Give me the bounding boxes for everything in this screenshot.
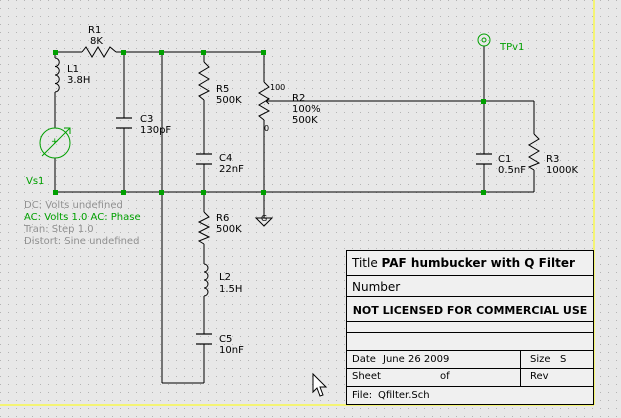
l2-ref: L2 bbox=[219, 272, 231, 283]
r6-ref: R6 bbox=[216, 213, 230, 224]
number-label: Number bbox=[352, 280, 401, 294]
r2-top-mark: 100 bbox=[270, 83, 286, 92]
date-value: June 26 2009 bbox=[383, 354, 450, 365]
vs1-source[interactable] bbox=[39, 127, 71, 159]
r6-resistor[interactable] bbox=[197, 211, 211, 245]
r2-ref: R2 bbox=[292, 93, 306, 104]
c1-ref: C1 bbox=[498, 154, 512, 165]
mouse-cursor-icon bbox=[312, 372, 328, 397]
r2-potentiometer[interactable] bbox=[258, 81, 272, 121]
file-value: Qfilter.Sch bbox=[378, 390, 430, 401]
r3-resistor[interactable] bbox=[527, 133, 541, 171]
ground-label: G bbox=[261, 214, 268, 223]
file-label: File: bbox=[352, 390, 373, 401]
vs1-plus: + bbox=[51, 137, 59, 147]
of-label: of bbox=[440, 371, 450, 382]
junction-dots bbox=[53, 50, 486, 195]
l1-value: 3.8H bbox=[67, 75, 91, 86]
title-label: Title PAF humbucker with Q Filter bbox=[352, 256, 575, 270]
r3-ref: R3 bbox=[546, 154, 560, 165]
r2-value-percent: 100% bbox=[292, 104, 321, 115]
size-label: Size bbox=[530, 354, 551, 365]
wires bbox=[54, 46, 535, 384]
c1-capacitor[interactable] bbox=[476, 153, 492, 165]
license-notice: NOT LICENSED FOR COMMERCIAL USE bbox=[352, 304, 588, 317]
vs1-ac: AC: Volts 1.0 AC: Phase bbox=[24, 212, 141, 223]
c4-ref: C4 bbox=[219, 153, 233, 164]
r2-bottom-mark: 0 bbox=[264, 124, 270, 133]
r1-ref: R1 bbox=[88, 25, 102, 36]
c5-capacitor[interactable] bbox=[196, 333, 212, 345]
c3-capacitor[interactable] bbox=[116, 117, 132, 129]
r1-resistor[interactable] bbox=[81, 46, 117, 58]
ground-icon[interactable] bbox=[254, 217, 274, 227]
l1-inductor[interactable] bbox=[54, 57, 60, 93]
vs1-dc: DC: Volts undefined bbox=[24, 200, 123, 211]
c3-ref: C3 bbox=[140, 114, 154, 125]
vs1-ref: Vs1 bbox=[26, 176, 45, 187]
rev-label: Rev bbox=[530, 371, 549, 382]
c1-value: 0.5nF bbox=[498, 165, 526, 176]
l1-ref: L1 bbox=[67, 64, 79, 75]
c4-capacitor[interactable] bbox=[196, 153, 212, 165]
title-value: PAF humbucker with Q Filter bbox=[381, 256, 575, 270]
sheet-label: Sheet bbox=[352, 371, 381, 382]
c3-value: 130pF bbox=[140, 125, 172, 136]
l2-inductor[interactable] bbox=[203, 263, 209, 297]
r2-value: 500K bbox=[292, 115, 318, 126]
r6-value: 500K bbox=[216, 224, 242, 235]
title-block[interactable] bbox=[346, 250, 594, 405]
r3-value: 1000K bbox=[546, 165, 579, 176]
size-value: S bbox=[560, 354, 567, 365]
r5-resistor[interactable] bbox=[198, 61, 211, 101]
r1-value: 8K bbox=[90, 36, 103, 47]
r5-value: 500K bbox=[216, 95, 242, 106]
r5-ref: R5 bbox=[216, 84, 230, 95]
tpv1-ref: TPv1 bbox=[500, 42, 525, 53]
date-label: Date bbox=[352, 354, 376, 365]
tpv1-test-point-icon[interactable] bbox=[477, 33, 491, 47]
c5-value: 10nF bbox=[219, 345, 244, 356]
l2-value: 1.5H bbox=[219, 284, 243, 295]
vs1-tran: Tran: Step 1.0 bbox=[24, 224, 94, 235]
c4-value: 22nF bbox=[219, 164, 244, 175]
vs1-distort: Distort: Sine undefined bbox=[24, 236, 140, 247]
c5-ref: C5 bbox=[219, 334, 233, 345]
